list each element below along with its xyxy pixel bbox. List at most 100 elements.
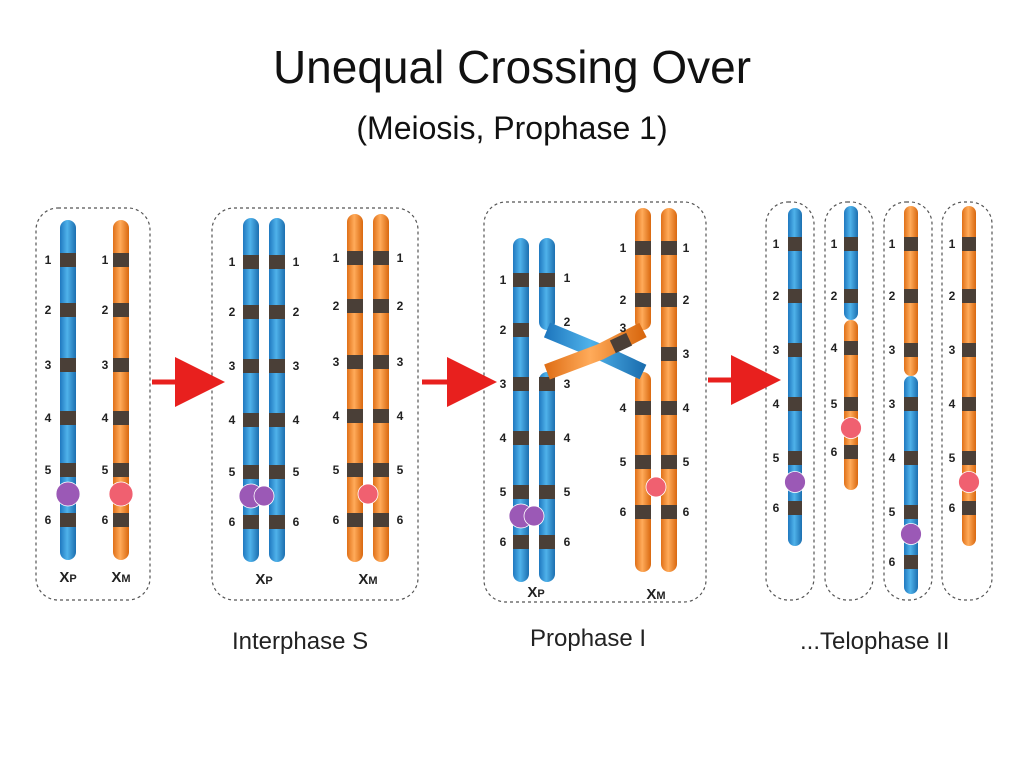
chromatid-segment [373, 214, 389, 562]
stage1-xm-band-number-5: 5 [102, 463, 109, 477]
stage1-xm-band-number-4: 4 [102, 411, 109, 425]
stage2-xp-right-band-number-3: 3 [293, 359, 300, 373]
chromosome-band [635, 293, 651, 307]
stage2-xp-left-band-number-4: 4 [229, 413, 236, 427]
stage3-xp-chromatid-b-bottom [539, 372, 555, 582]
stage2-xp-chromatid-a [238, 218, 264, 562]
chromosome-band [243, 305, 259, 319]
stage3-xm-right-band-number-5: 5 [683, 455, 690, 469]
telo-chromatid-2 [840, 206, 862, 490]
stage2-xp-chromatid-b [269, 218, 285, 562]
stage2-xp-left-band-number-1: 1 [229, 255, 236, 269]
stage2-xp-left-band-number-6: 6 [229, 515, 236, 529]
stage3-xm-right-band-number-4: 4 [683, 401, 690, 415]
stage2-xm-right-band-number-2: 2 [397, 299, 404, 313]
chromosome-band [635, 401, 651, 415]
telo3-band-number-1: 1 [889, 237, 896, 251]
stage2-xm-right-band-number-6: 6 [397, 513, 404, 527]
stage2-xm-left-band-number-6: 6 [333, 513, 340, 527]
centromere [55, 481, 81, 507]
chromosome-band [962, 237, 976, 251]
stage1-xm-label: XM [111, 569, 130, 586]
telo3-band-number-6: 6 [889, 555, 896, 569]
stage3-xm-left-band-number-1: 1 [620, 241, 627, 255]
chromosome-band [113, 411, 129, 425]
stage2-xm-centromere [357, 483, 379, 505]
chromosome-band [243, 255, 259, 269]
stage3-xm-right-band-number-1: 1 [683, 241, 690, 255]
chromosome-band [539, 485, 555, 499]
stage1-xp-band-number-1: 1 [45, 253, 52, 267]
chromatid-segment [635, 372, 651, 572]
chromosome-band [269, 255, 285, 269]
chromosome-band [635, 455, 651, 469]
stage3-xm-left-band-number-5: 5 [620, 455, 627, 469]
telo-box-2 [824, 201, 874, 601]
telo3-band-number-2: 2 [889, 289, 896, 303]
chromosome-band [373, 409, 389, 423]
telo2-band-number-5: 5 [831, 397, 838, 411]
stage3-xm-label: XM [646, 586, 665, 603]
chromosome-band [269, 359, 285, 373]
chromosome-band [373, 251, 389, 265]
telo1-band-number-4: 4 [773, 397, 780, 411]
crossover-orange-strand [544, 322, 647, 380]
chromosome-band [60, 253, 76, 267]
chromosome-band [661, 505, 677, 519]
stage3-xm-right-band-number-3: 3 [683, 347, 690, 361]
chromosome-band [844, 341, 858, 355]
stage2-xp-left-band-number-2: 2 [229, 305, 236, 319]
telo1-band-number-5: 5 [773, 451, 780, 465]
telo2-band-number-6: 6 [831, 445, 838, 459]
chromosome-band [788, 397, 802, 411]
centromere [900, 523, 922, 545]
chromosome-band [347, 409, 363, 423]
centromere [784, 471, 806, 493]
chromosome-band [539, 273, 555, 287]
stage1-xm-band-number-2: 2 [102, 303, 109, 317]
stage3-xp-left-band-number-5: 5 [500, 485, 507, 499]
telo-chromatid-1 [784, 208, 806, 546]
stage3-xp-left-band-number-2: 2 [500, 323, 507, 337]
telo4-band-number-1: 1 [949, 237, 956, 251]
centromere [108, 481, 134, 507]
telo1-band-number-3: 3 [773, 343, 780, 357]
chromatid-segment [113, 220, 129, 560]
chromosome-band [269, 465, 285, 479]
chromosome-band [788, 289, 802, 303]
stage2-xm-left-band-number-2: 2 [333, 299, 340, 313]
chromosome-band [513, 535, 529, 549]
stage1-xp-band-number-5: 5 [45, 463, 52, 477]
chromosome-band [904, 397, 918, 411]
chromosome-band [962, 397, 976, 411]
telo4-band-number-4: 4 [949, 397, 956, 411]
chromosome-band [113, 253, 129, 267]
chromosome-band [539, 535, 555, 549]
chromosome-band [243, 515, 259, 529]
telo4-band-number-5: 5 [949, 451, 956, 465]
telo4-band-number-6: 6 [949, 501, 956, 515]
chromosome-band [962, 501, 976, 515]
stage2-xm-right-band-number-1: 1 [397, 251, 404, 265]
stage3-xp-chromatid-b-top [539, 238, 555, 330]
chromosome-band [60, 513, 76, 527]
stage2-xm-chromatid-a [347, 214, 363, 562]
stage1-xp-band-number-3: 3 [45, 358, 52, 372]
stage3-xp-right-band-number-4: 4 [564, 431, 571, 445]
stage3-xp-centromere [523, 505, 545, 527]
chromatid-segment [788, 208, 802, 546]
crossover-band [609, 332, 633, 354]
chromosome-band [113, 358, 129, 372]
chromosome-band [269, 305, 285, 319]
stage1-xp-label: XP [59, 569, 76, 586]
chromosome-band [513, 485, 529, 499]
stage3-xm-left-band-number-2: 2 [620, 293, 627, 307]
stage2-xp-centromere [253, 485, 275, 507]
chromosome-band [904, 451, 918, 465]
chromatid-segment [513, 238, 529, 582]
telo2-band-number-4: 4 [831, 341, 838, 355]
chromosome-band [347, 299, 363, 313]
stage2-xp-right-band-number-5: 5 [293, 465, 300, 479]
chromosome-band [904, 343, 918, 357]
